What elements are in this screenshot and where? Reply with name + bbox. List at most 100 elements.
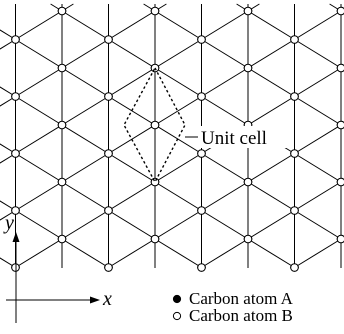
carbon-bond (15, 181, 63, 211)
carbon-bond (294, 238, 342, 268)
carbon-atom-b (243, 234, 253, 244)
carbon-bond (61, 39, 109, 69)
carbon-bond (247, 39, 295, 69)
carbon-atom-b (197, 149, 206, 158)
carbon-bond (247, 10, 295, 40)
carbon-atom-b (290, 149, 299, 158)
carbon-atom-b (57, 63, 67, 73)
carbon-bond (15, 238, 63, 268)
carbon-bond (154, 96, 202, 126)
carbon-atom-b (336, 234, 344, 244)
carbon-bond (0, 143, 16, 154)
carbon-bond (294, 96, 342, 126)
carbon-atom-b (336, 63, 344, 73)
legend-label-atom-a: Carbon atom A (189, 289, 294, 308)
carbon-bond (0, 86, 16, 97)
carbon-bond (61, 238, 109, 268)
carbon-atom-b (243, 6, 253, 16)
unit-cell-label: Unit cell (201, 128, 267, 149)
carbon-atom-b (150, 120, 160, 130)
carbon-atom-b (197, 263, 206, 272)
carbon-bond (154, 67, 202, 97)
carbon-bond (108, 181, 156, 211)
axes-indicator: y x (3, 212, 112, 323)
carbon-bond (247, 153, 295, 183)
carbon-bond (15, 210, 63, 240)
unit-cell-outline (123, 66, 186, 184)
carbon-bond (294, 181, 342, 211)
carbon-bond (108, 39, 156, 69)
carbon-bond (108, 210, 156, 240)
carbon-bond (154, 238, 202, 268)
carbon-bond (0, 200, 16, 211)
x-axis-arrowhead (90, 296, 100, 304)
carbon-bond (108, 153, 156, 183)
carbon-bond (201, 96, 249, 126)
carbon-atom-b (150, 177, 160, 187)
lattice-atoms (11, 6, 344, 272)
carbon-atom-b (57, 120, 67, 130)
carbon-bond (61, 67, 109, 97)
carbon-bond (0, 210, 16, 221)
carbon-atom-b (104, 35, 113, 44)
carbon-bond (154, 153, 202, 183)
carbon-bond (201, 67, 249, 97)
carbon-atom-b (243, 63, 253, 73)
carbon-atom-b (197, 206, 206, 215)
legend: Carbon atom A Carbon atom B (172, 289, 294, 325)
carbon-bond (201, 181, 249, 211)
carbon-atom-b (243, 177, 253, 187)
carbon-atom-b (336, 6, 344, 16)
carbon-bond (201, 10, 249, 40)
carbon-bond (61, 96, 109, 126)
carbon-atom-b (104, 92, 113, 101)
carbon-bond (247, 238, 295, 268)
legend-marker-atom-b (172, 311, 182, 321)
carbon-bond (15, 96, 63, 126)
carbon-bond (108, 96, 156, 126)
carbon-atom-b (11, 149, 20, 158)
carbon-atom-b (104, 149, 113, 158)
carbon-bond (15, 153, 63, 183)
carbon-atom-b (11, 206, 20, 215)
x-axis-label: x (102, 288, 112, 310)
carbon-bond (15, 124, 63, 154)
carbon-bond (154, 10, 202, 40)
carbon-atom-b (104, 206, 113, 215)
carbon-atom-b (197, 35, 206, 44)
unit-cell-label-bg (199, 126, 287, 148)
carbon-atom-b (336, 120, 344, 130)
lattice-bonds (0, 3, 344, 269)
carbon-atom-b (150, 6, 160, 16)
carbon-bond (108, 67, 156, 97)
carbon-atom-b (57, 234, 67, 244)
carbon-atom-b (104, 263, 113, 272)
carbon-bond (154, 210, 202, 240)
carbon-bond (294, 153, 342, 183)
carbon-atom-b (150, 234, 160, 244)
carbon-bond (61, 181, 109, 211)
carbon-atom-b (197, 92, 206, 101)
y-axis-label: y (3, 212, 14, 234)
carbon-bond (294, 10, 342, 40)
carbon-atom-b (290, 263, 299, 272)
legend-label-atom-b: Carbon atom B (189, 306, 293, 325)
carbon-bond (61, 210, 109, 240)
carbon-bond (108, 10, 156, 40)
carbon-bond (201, 210, 249, 240)
carbon-bond (201, 238, 249, 268)
carbon-bond (15, 67, 63, 97)
carbon-bond (0, 96, 16, 107)
carbon-bond (247, 210, 295, 240)
carbon-bond (15, 10, 63, 40)
carbon-bond (201, 39, 249, 69)
carbon-bond (294, 39, 342, 69)
carbon-bond (0, 153, 16, 164)
carbon-bond (0, 29, 16, 40)
carbon-bond (294, 124, 342, 154)
carbon-atom-b (290, 92, 299, 101)
carbon-bond (294, 210, 342, 240)
carbon-atom-b (336, 177, 344, 187)
carbon-atom-b (290, 35, 299, 44)
